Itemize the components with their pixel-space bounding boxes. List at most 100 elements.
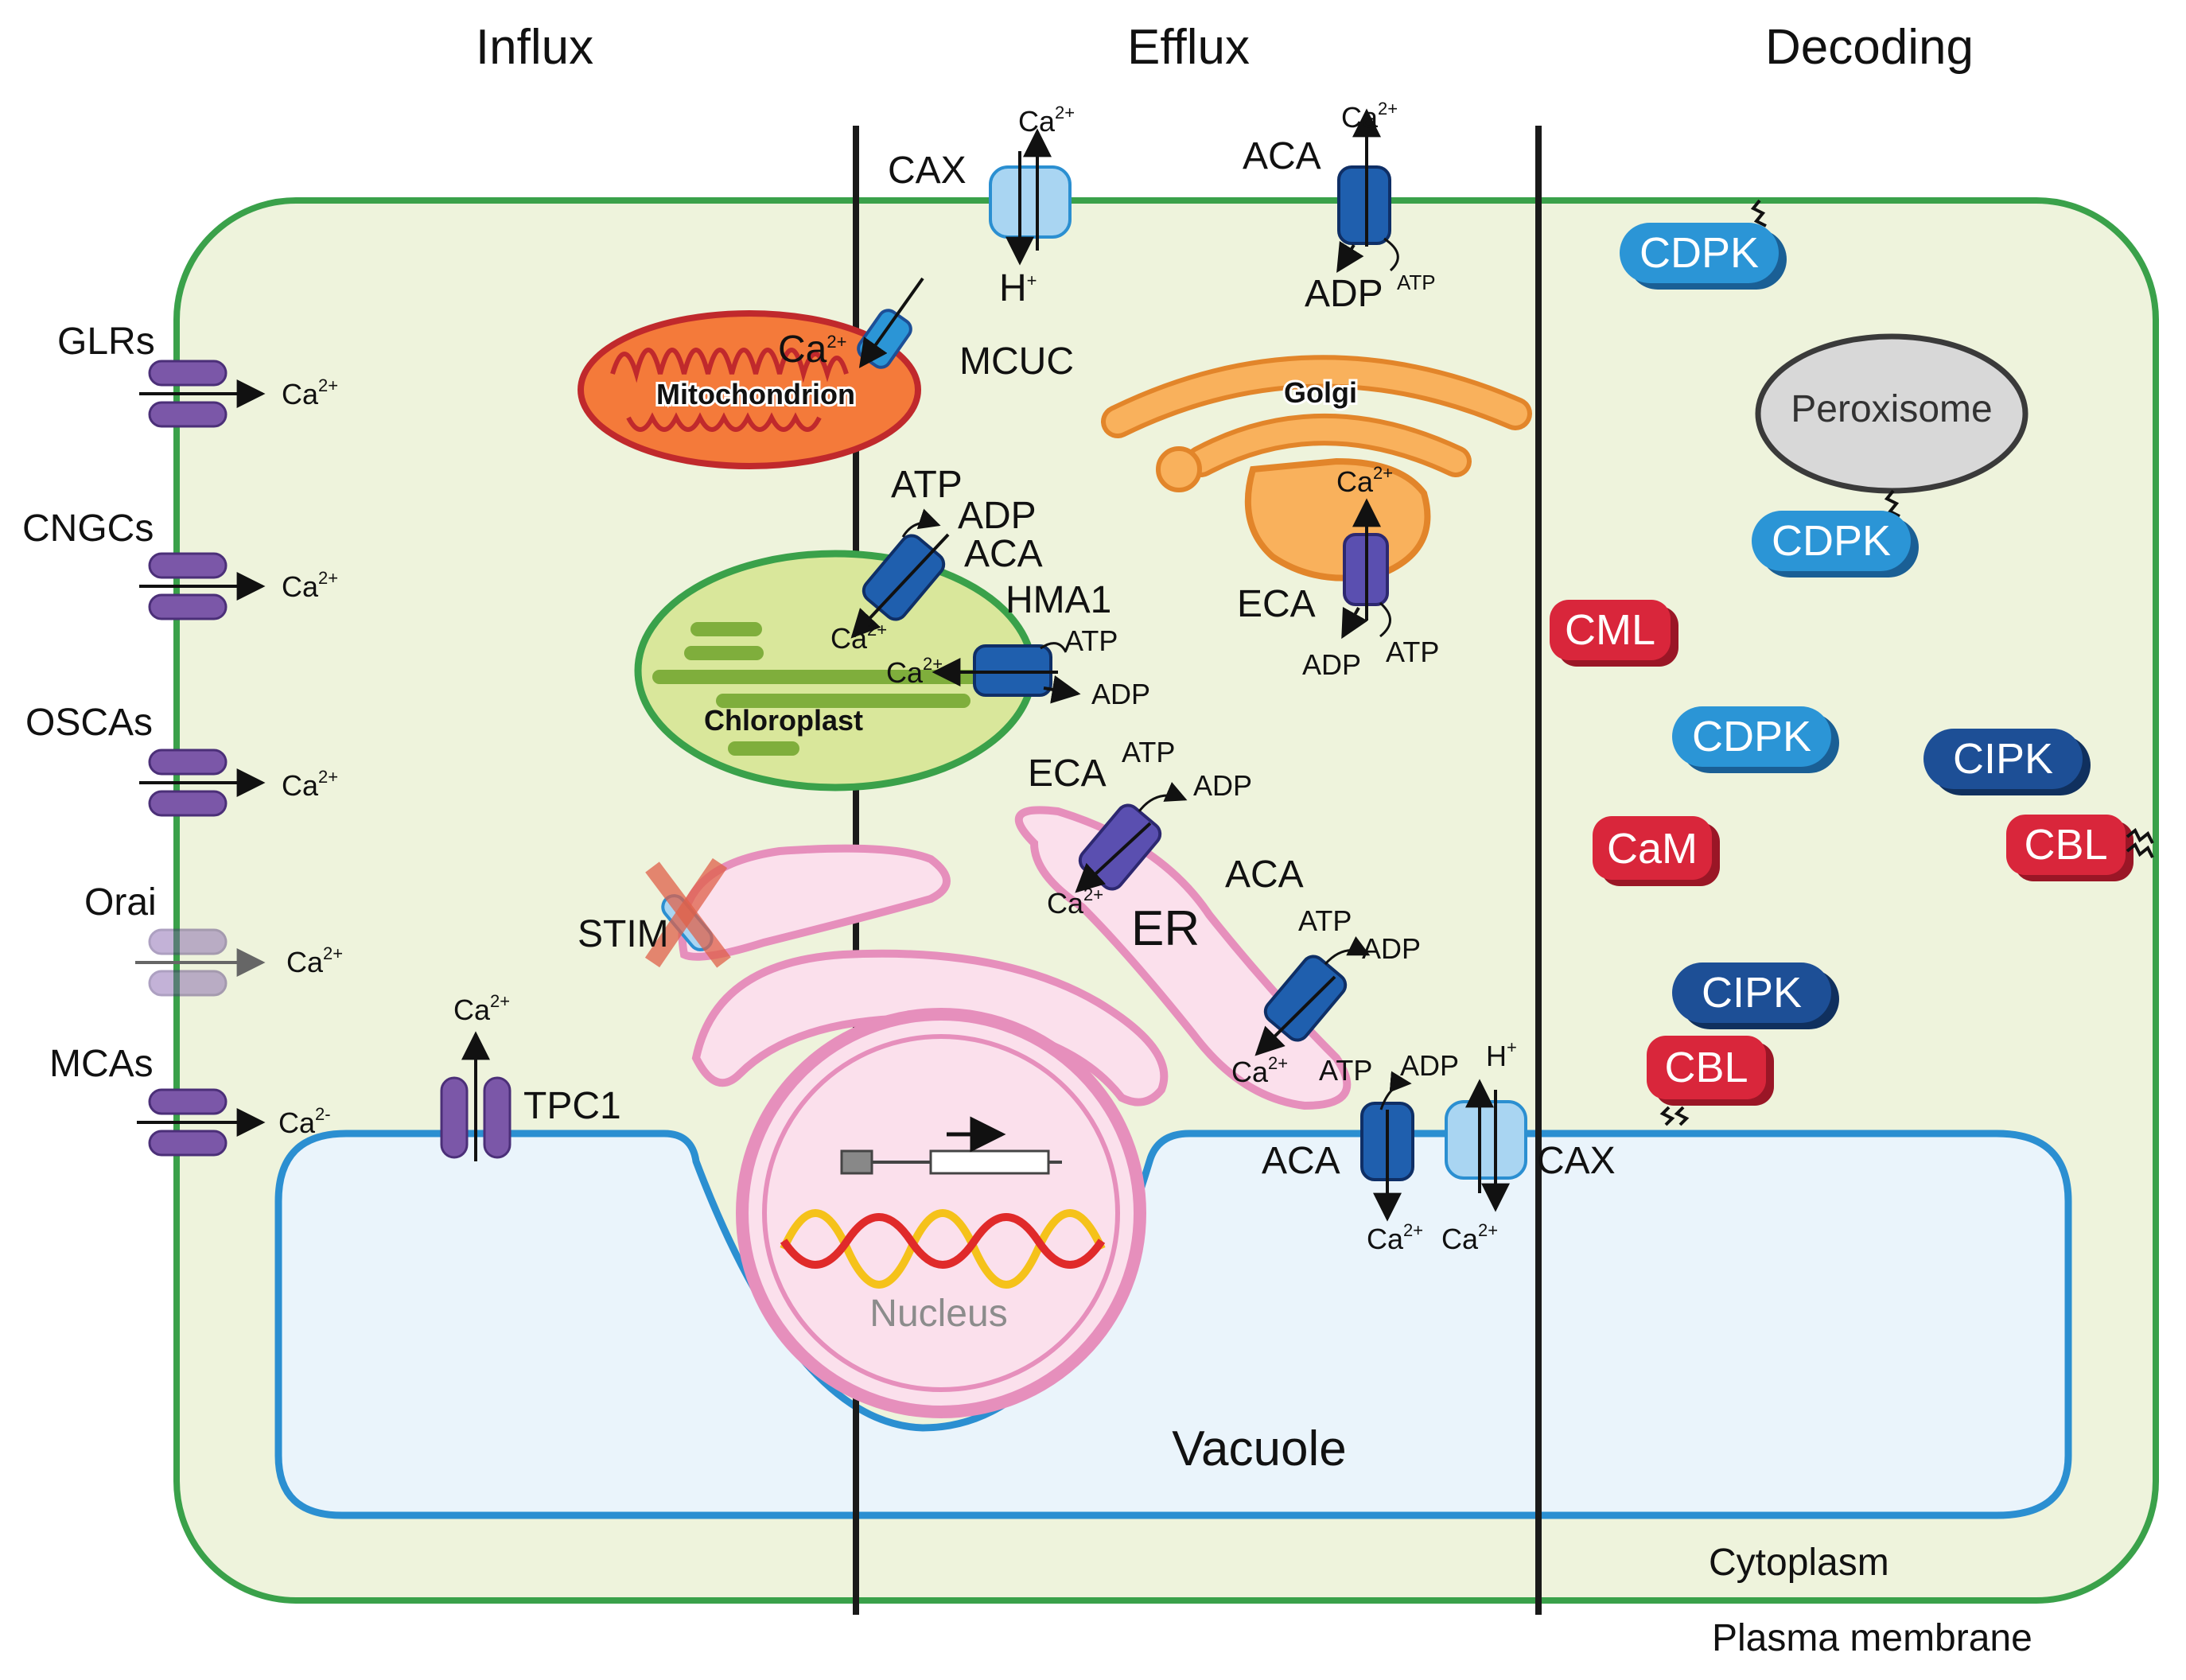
channel-tpc1: [440, 1031, 511, 1161]
ca-orai: Ca2+: [286, 943, 343, 978]
cax-pm-transporter: [989, 128, 1072, 266]
adp-hma1: ADP: [1091, 678, 1150, 710]
mcuc-channel: [857, 277, 924, 369]
channel-mcas: [137, 1088, 266, 1157]
aca-pm-pump: [1336, 108, 1399, 274]
label-vacuole: Vacuole: [1172, 1421, 1346, 1476]
adp-eca-golgi: ADP: [1302, 648, 1361, 681]
atp-eca-er: ATP: [1122, 736, 1175, 768]
label-cbl-2: CBL: [1664, 1044, 1748, 1091]
label-cytoplasm: Cytoplasm: [1709, 1542, 1889, 1584]
h-cax-vac: H+: [1486, 1037, 1517, 1072]
label-cam: CaM: [1607, 825, 1698, 873]
label-aca-vac: ACA: [1262, 1140, 1340, 1182]
label-eca-er: ECA: [1028, 752, 1107, 795]
label-cipk-2: CIPK: [1702, 969, 1802, 1017]
label-tpc1: TPC1: [523, 1085, 621, 1127]
cbl-1: [2006, 815, 2133, 881]
label-aca-chloro: ACA: [964, 533, 1043, 575]
label-chloroplast: Chloroplast: [704, 704, 863, 737]
ca-cax-vac: Ca2+: [1441, 1220, 1498, 1255]
aca-chloroplast-pump: [850, 508, 950, 639]
cdpk-1: [1620, 223, 1787, 290]
label-plasma-membrane: Plasma membrane: [1712, 1617, 2032, 1659]
mitochondrion: [578, 310, 921, 469]
label-cdpk-3: CDPK: [1692, 713, 1811, 760]
h-cax-pm: H+: [999, 267, 1037, 309]
nucleus: [736, 1008, 1146, 1418]
label-peroxisome: Peroxisome: [1791, 388, 1992, 430]
ca-hma1: Ca2+: [886, 654, 943, 689]
label-cax-vac: CAX: [1537, 1140, 1616, 1182]
eca-golgi-pump: [1341, 498, 1391, 640]
ca-cax-pm: Ca2+: [1018, 103, 1075, 138]
adp-eca-er: ADP: [1193, 769, 1252, 802]
header-efflux: Efflux: [1127, 20, 1250, 75]
ca-glrs: Ca2+: [282, 375, 338, 410]
atp-hma1: ATP: [1064, 624, 1118, 657]
atp-eca-golgi: ATP: [1386, 636, 1439, 668]
channel-cngcs: [139, 552, 266, 620]
cipk-1: [1923, 729, 2091, 795]
ca-tpc1: Ca2+: [453, 991, 510, 1026]
label-hma1: HMA1: [1005, 579, 1111, 621]
ca-mcas: Ca2-: [278, 1104, 331, 1139]
aca-er-pump: [1254, 936, 1371, 1056]
label-eca-golgi: ECA: [1237, 583, 1316, 625]
label-aca-pm: ACA: [1243, 135, 1321, 177]
ca-aca-er: Ca2+: [1231, 1053, 1288, 1088]
atp-aca-chloro: ATP: [891, 464, 963, 506]
label-mitochondrion: Mitochondrion: [656, 378, 855, 410]
label-glrs: GLRs: [57, 321, 155, 363]
label-cax-pm: CAX: [888, 150, 967, 192]
label-er: ER: [1131, 901, 1200, 956]
channel-oscas: [139, 749, 266, 817]
eca-er-pump: [1075, 782, 1188, 893]
cam: [1593, 816, 1720, 886]
cipk-2: [1672, 962, 1839, 1029]
anchor-cdpk-2: [1884, 489, 1900, 518]
label-mcuc: MCUC: [959, 340, 1074, 383]
ca-aca-chloro: Ca2+: [830, 620, 887, 655]
aca-vacuole-pump: [1360, 1071, 1414, 1222]
cdpk-3: [1672, 706, 1839, 773]
channel-orai: [148, 928, 228, 997]
anchor-cdpk-1: [1750, 199, 1767, 228]
adp-aca-vac: ADP: [1400, 1049, 1459, 1082]
anchor-cbl-2: [1659, 1106, 1690, 1126]
label-cdpk-1: CDPK: [1640, 229, 1759, 277]
ca-mcuc: Ca2+: [778, 329, 846, 371]
anchor-cbl-1: [2126, 827, 2154, 858]
header-decoding: Decoding: [1765, 20, 1974, 75]
label-cdpk-2: CDPK: [1772, 517, 1891, 565]
label-orai: Orai: [84, 881, 157, 924]
ca-aca-vac: Ca2+: [1367, 1220, 1423, 1255]
label-cml: CML: [1565, 606, 1655, 654]
label-cipk-1: CIPK: [1953, 735, 2053, 783]
cax-vacuole-transporter: [1445, 1079, 1527, 1212]
label-golgi: Golgi: [1284, 376, 1357, 409]
adp-aca-chloro: ADP: [958, 495, 1037, 537]
label-aca-er: ACA: [1225, 854, 1304, 896]
cdpk-2: [1752, 511, 1919, 578]
adp-aca-pm: ADP: [1305, 273, 1383, 315]
atp-aca-vac: ATP: [1319, 1054, 1372, 1087]
adp-aca-er: ADP: [1362, 932, 1421, 965]
ca-eca-golgi: Ca2+: [1336, 463, 1393, 498]
cml: [1550, 600, 1678, 667]
header-influx: Influx: [476, 20, 593, 75]
ca-cngcs: Ca2+: [282, 568, 338, 603]
cbl-2: [1647, 1036, 1774, 1106]
label-cbl-1: CBL: [2024, 821, 2107, 869]
ca-oscas: Ca2+: [282, 767, 338, 802]
label-cngcs: CNGCs: [22, 508, 154, 550]
chloroplast: [634, 550, 1037, 791]
label-nucleus: Nucleus: [869, 1293, 1007, 1335]
golgi: [1101, 355, 1532, 581]
label-stim: STIM: [578, 913, 669, 955]
atp-aca-er: ATP: [1298, 904, 1352, 937]
ca-aca-pm: Ca2+: [1341, 99, 1398, 134]
label-oscas: OSCAs: [25, 702, 153, 744]
ca-eca-er: Ca2+: [1047, 885, 1103, 920]
